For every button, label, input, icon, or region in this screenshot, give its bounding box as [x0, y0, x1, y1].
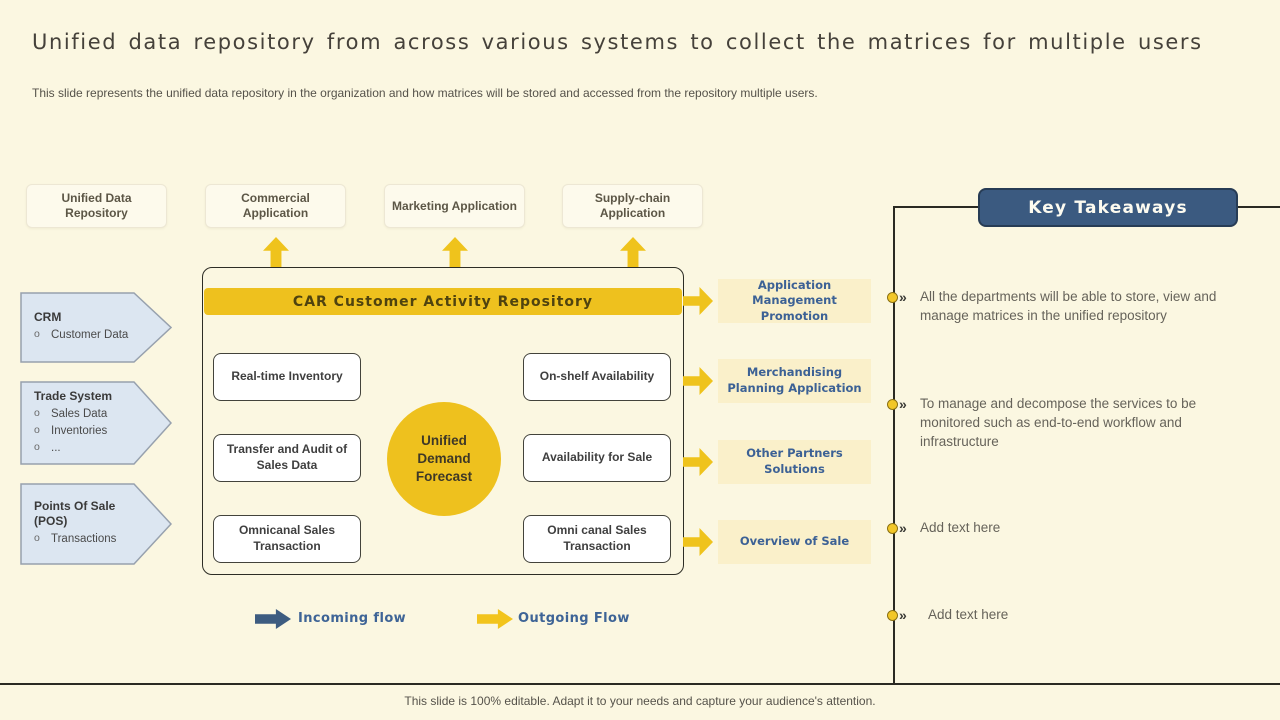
output-box-application-management: Application Management Promotion	[718, 277, 871, 323]
bullet-dot-icon	[887, 610, 898, 621]
circle-bullet-icon: o	[34, 532, 40, 545]
source-bullet-label: Customer Data	[51, 329, 129, 342]
right-arrow-icon	[683, 448, 713, 476]
connector-line	[1238, 206, 1280, 208]
incoming-flow-arrow-icon	[255, 609, 291, 629]
source-text: CRM o Customer Data	[34, 292, 138, 363]
car-box-real-time-inventory: Real-time Inventory	[213, 353, 361, 401]
car-box-label: Availability for Sale	[541, 450, 653, 465]
car-box-on-shelf-availability: On-shelf Availability	[523, 353, 671, 401]
car-box-transfer-audit: Transfer and Audit of Sales Data	[213, 434, 361, 482]
top-box-label: Unified Data Repository	[61, 191, 132, 220]
key-takeaways-header: Key Takeaways	[978, 188, 1238, 227]
car-box-omni-canal-sales: Omni canal Sales Transaction	[523, 515, 671, 563]
page-subtitle: This slide represents the unified data r…	[32, 86, 818, 100]
takeaway-item: To manage and decompose the services to …	[920, 396, 1197, 449]
output-box-merchandising-planning: Merchandising Planning Application	[718, 359, 871, 403]
top-box-label: Supply-chain Application	[594, 191, 671, 220]
chevrons-icon: »	[899, 520, 907, 536]
bullet-dot-icon	[887, 523, 898, 534]
source-arrow-shape-icon	[20, 381, 173, 465]
source-bullet-label: Sales Data	[51, 407, 108, 420]
source-title: Trade System	[34, 388, 113, 403]
car-box-availability-for-sale: Availability for Sale	[523, 434, 671, 482]
unified-demand-forecast-circle: Unified Demand Forecast	[387, 402, 501, 516]
source-bullet-label: Inventories	[51, 424, 108, 437]
source-arrow-shape-icon	[20, 292, 173, 363]
right-arrow-icon	[683, 367, 713, 395]
circle-label: Unified Demand Forecast	[415, 432, 473, 485]
car-box-label: Real-time Inventory	[231, 369, 343, 384]
outgoing-flow-arrow-icon	[477, 609, 513, 629]
output-label: Other Partners Solutions	[746, 446, 843, 476]
circle-bullet-icon: o	[34, 423, 40, 436]
up-arrow-icon	[263, 237, 289, 267]
car-box-omnicanal-sales: Omnicanal Sales Transaction	[213, 515, 361, 563]
chevrons-icon: »	[899, 396, 907, 412]
source-title: CRM	[34, 310, 62, 325]
source-arrow-crm: CRM o Customer Data	[20, 292, 173, 363]
source-arrow-pos: Points Of Sale (POS) o Transactions	[20, 483, 173, 565]
car-box-label: Omnicanal Sales Transaction	[238, 523, 336, 553]
top-box-label: Commercial Application	[241, 191, 310, 220]
source-bullet-label: Transactions	[51, 533, 117, 546]
footer-divider-line	[0, 683, 1280, 685]
source-arrow-shape-icon	[20, 483, 173, 565]
car-header-bar: CAR Customer Activity Repository	[204, 288, 682, 315]
output-label: Application Management Promotion	[752, 277, 837, 323]
takeaway-item: Add text here	[920, 520, 1001, 535]
output-label: Merchandising Planning Application	[727, 365, 862, 395]
chevrons-icon: »	[899, 607, 907, 623]
source-bullet: o Transactions	[34, 531, 138, 548]
connector-line	[893, 206, 978, 208]
circle-bullet-icon: o	[34, 406, 40, 419]
source-bullet: o...	[34, 440, 138, 457]
circle-bullet-icon: o	[34, 441, 40, 454]
top-box-unified-data-repository: Unified Data Repository	[26, 184, 167, 228]
top-box-label: Marketing Application	[392, 198, 517, 213]
takeaway-item: All the departments will be able to stor…	[920, 289, 1217, 323]
car-box-label: Omni canal Sales Transaction	[547, 523, 647, 553]
right-arrow-icon	[683, 528, 713, 556]
bullet-dot-icon	[887, 399, 898, 410]
output-label: Overview of Sale	[739, 534, 850, 549]
page-title: Unified data repository from across vari…	[32, 30, 1203, 54]
legend-outgoing-label: Outgoing Flow	[518, 611, 630, 626]
top-box-marketing-application: Marketing Application	[384, 184, 525, 228]
right-arrow-icon	[683, 287, 713, 315]
source-bullet: o Customer Data	[34, 327, 138, 344]
car-box-label: On-shelf Availability	[539, 369, 655, 384]
bullet-dot-icon	[887, 292, 898, 303]
source-bullet-label: ...	[51, 442, 61, 455]
source-title: Points Of Sale (POS)	[34, 499, 116, 529]
connector-line-vertical	[893, 206, 895, 683]
up-arrow-icon	[620, 237, 646, 267]
up-arrow-icon	[442, 237, 468, 267]
legend-incoming-label: Incoming flow	[298, 611, 407, 626]
source-bullet: o Sales Data	[34, 406, 138, 423]
output-box-other-partners: Other Partners Solutions	[718, 440, 871, 484]
footer-note: This slide is 100% editable. Adapt it to…	[404, 694, 876, 708]
car-box-label: Transfer and Audit of Sales Data	[226, 442, 348, 472]
source-bullet: o Inventories	[34, 423, 138, 440]
source-text: Points Of Sale (POS) o Transactions	[34, 483, 138, 565]
takeaway-item: Add text here	[928, 607, 1009, 622]
top-box-supply-chain-application: Supply-chain Application	[562, 184, 703, 228]
output-box-overview-of-sale: Overview of Sale	[718, 520, 871, 564]
top-box-commercial-application: Commercial Application	[205, 184, 346, 228]
circle-bullet-icon: o	[34, 328, 40, 341]
chevrons-icon: »	[899, 289, 907, 305]
